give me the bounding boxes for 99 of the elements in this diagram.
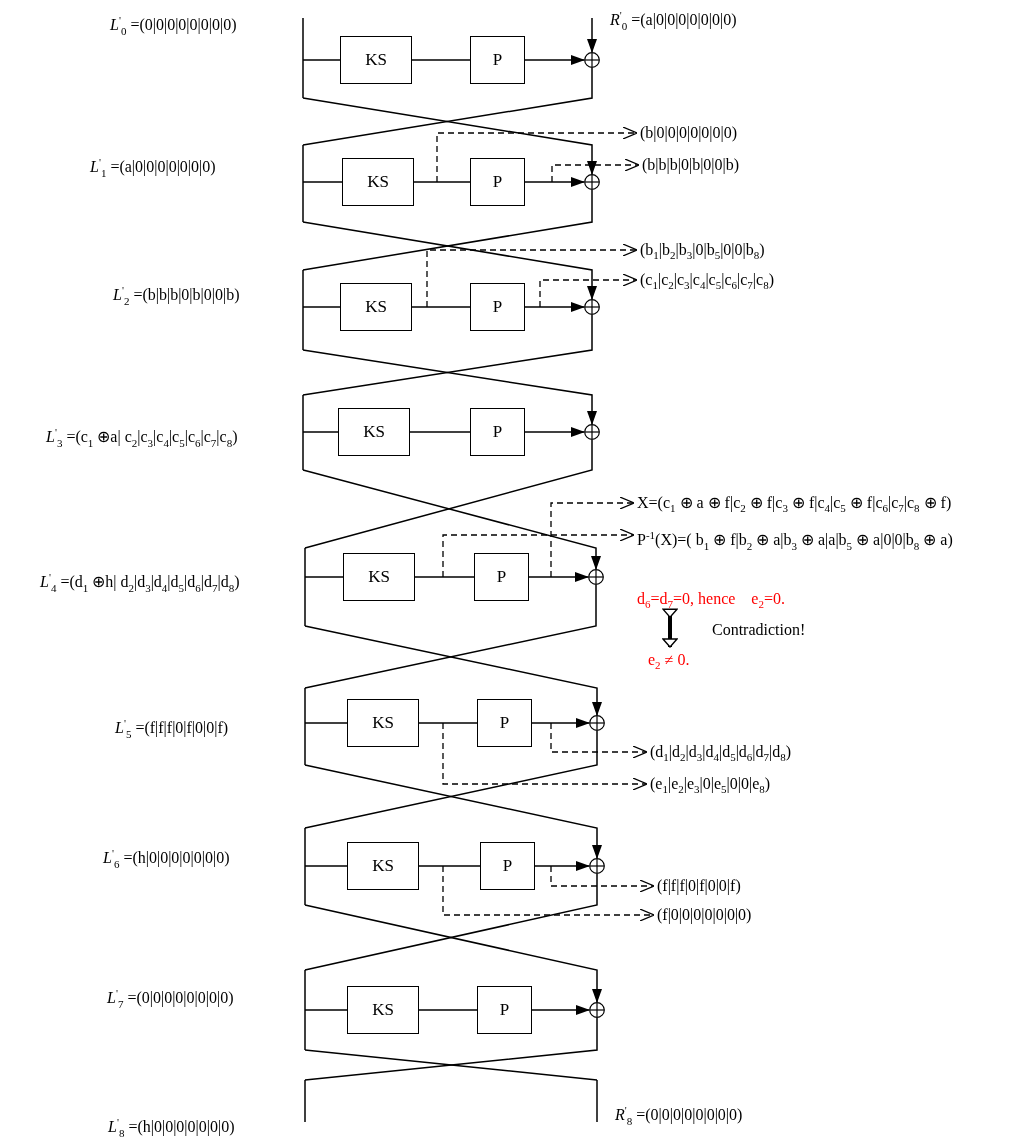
difference-equation: L$^{'}$$_{1}$ =(a|0|0|0|0|0|0|0) (90, 155, 216, 181)
arrow (304, 764, 602, 859)
difference-equation: L$^{'}$$_{3}$ =(c$_{1}$ ⊕a| c$_{2}$|c$_{3}$|c$_{4}$|c$_{5}$|c$_{6}$|c$_{7}$|c$_{8}$) (46, 425, 238, 451)
key-schedule-box: KS (347, 842, 419, 890)
connector-line (413, 181, 471, 183)
difference-equation: L$^{'}$$_{6}$ =(h|0|0|0|0|0|0|0) (103, 846, 230, 872)
difference-equation: L$^{'}$$_{4}$ =(d$_{1}$ ⊕h| d$_{2}$|d$_{3}$|d$_{4}$|d$_{5}$|d$_{6}$|d$_{7}$|d$_{8}$) (40, 570, 240, 596)
dashed-arrow (442, 865, 655, 922)
difference-label: (c$_{1}$|c$_{2}$|c$_{3}$|c$_{4}$|c$_{5}$|c$_{6}$|c$_{7}$|c$_{8}$) (640, 269, 774, 297)
connector-line (302, 59, 341, 61)
arrow (302, 349, 597, 425)
connector-line (304, 873, 598, 971)
connector-line (304, 1009, 348, 1011)
connector-line (418, 1009, 478, 1011)
connector-line (304, 584, 597, 689)
dashed-arrow (550, 722, 648, 759)
xor-symbol (589, 1002, 605, 1018)
arrow (524, 177, 585, 187)
dashed-arrow (442, 722, 648, 791)
difference-label: (f|f|f|0|f|0|0|f) (657, 875, 741, 897)
dashed-arrow (551, 158, 640, 183)
key-schedule-box: KS (340, 283, 412, 331)
arrow (524, 55, 585, 65)
arrow (531, 718, 590, 728)
connector-line (418, 865, 481, 867)
connector-line (411, 59, 471, 61)
difference-equation: L$^{'}$$_{7}$ =(0|0|0|0|0|0|0|0) (107, 986, 234, 1012)
difference-equation: L$^{'}$$_{5}$ =(f|f|f|0|f|0|0|f) (115, 716, 229, 742)
permutation-box: P (470, 158, 525, 206)
arrow (304, 904, 602, 1003)
key-schedule-box: KS (338, 408, 410, 456)
permutation-box: P (480, 842, 535, 890)
permutation-box: P (474, 553, 529, 601)
difference-label: (b$_{1}$|b$_{2}$|b$_{3}$|0|b$_{5}$|0|0|b$_{8}$) (640, 239, 765, 267)
connector-line (302, 314, 593, 396)
conclusion-text: e$_{2}$ ≠ 0. (648, 649, 690, 677)
xor-symbol (584, 424, 600, 440)
permutation-box: P (477, 699, 532, 747)
difference-equation: R$^{'}$$_{0}$ =(a|0|0|0|0|0|0|0) (610, 8, 737, 34)
arrow (528, 572, 589, 582)
xor-symbol (588, 569, 604, 585)
conclusion-text: d$_{6}$=d$_{7}$=0, hence e$_{2}$=0. (637, 588, 785, 616)
difference-label: X=(c$_{1}$ ⊕ a ⊕ f|c$_{2}$ ⊕ f|c$_{3}$ ⊕ f|c$_{4}$|c$_{5}$ ⊕ f|c$_{6}$|c$_{7}$|c$_{8}$ ⊕ f) (637, 492, 952, 520)
connector-line (304, 576, 344, 578)
arrow (587, 17, 597, 53)
xor-symbol (584, 52, 600, 68)
connector-line (302, 189, 593, 271)
difference-label: (e$_{1}$|e$_{2}$|e$_{3}$|0|e$_{5}$|0|0|e$_{8}$) (650, 773, 771, 801)
difference-label: (d$_{1}$|d$_{2}$|d$_{3}$|d$_{4}$|d$_{5}$|d$_{6}$|d$_{7}$|d$_{8}$) (650, 741, 792, 769)
dashed-arrow (550, 865, 655, 893)
connector-line (304, 439, 593, 549)
difference-label: P$^{-1}$(X)=( b$_{1}$ ⊕ f|b$_{2}$ ⊕ a|b$_{3}$ ⊕ a|a|b$_{5}$ ⊕ a|0|0|b$_{8}$ ⊕ a) (637, 524, 953, 557)
dashed-arrow (442, 528, 635, 578)
difference-label: (f|0|0|0|0|0|0|0) (657, 904, 752, 926)
key-schedule-box: KS (340, 36, 412, 84)
dashed-arrow (539, 273, 638, 308)
xor-symbol (589, 715, 605, 731)
connector-line (302, 67, 593, 146)
difference-equation: L$^{'}$$_{2}$ =(b|b|b|0|b|0|0|b) (113, 283, 240, 309)
difference-label: (b|b|b|0|b|0|0|b) (642, 154, 740, 176)
difference-equation: L$^{'}$$_{8}$ =(h|0|0|0|0|0|0|0) (108, 1115, 235, 1141)
connector-line (304, 730, 598, 829)
arrow (302, 469, 601, 570)
arrow (302, 221, 597, 300)
permutation-box: P (470, 408, 525, 456)
connector-line (302, 431, 339, 433)
key-schedule-box: KS (342, 158, 414, 206)
dashed-arrow (426, 243, 638, 308)
permutation-box: P (470, 36, 525, 84)
connector-line (409, 431, 471, 433)
arrow (531, 1005, 590, 1015)
key-schedule-box: KS (347, 699, 419, 747)
dashed-arrow (550, 496, 635, 578)
connector-line (414, 576, 475, 578)
arrow (304, 625, 602, 716)
connector-line (418, 722, 478, 724)
connector-line (304, 865, 348, 867)
connector-line (302, 181, 343, 183)
dashed-arrow (436, 126, 638, 183)
arrow (524, 302, 585, 312)
connector-line (304, 722, 348, 724)
difference-equation: R$^{'}$$_{8}$ =(0|0|0|0|0|0|0|0) (615, 1103, 743, 1129)
difference-label: (b|0|0|0|0|0|0|0) (640, 122, 738, 144)
connector-line (302, 306, 341, 308)
xor-symbol (589, 858, 605, 874)
arrow (302, 97, 597, 175)
key-schedule-box: KS (343, 553, 415, 601)
arrow (534, 861, 590, 871)
arrow (524, 427, 585, 437)
double-arrow (662, 608, 678, 648)
permutation-box: P (470, 283, 525, 331)
permutation-box: P (477, 986, 532, 1034)
note-text: Contradiction! (712, 620, 806, 640)
connector-line (304, 1017, 598, 1081)
difference-equation: L$^{'}$$_{0}$ =(0|0|0|0|0|0|0|0) (110, 13, 237, 39)
xor-symbol (584, 299, 600, 315)
key-schedule-box: KS (347, 986, 419, 1034)
connector-line (411, 306, 471, 308)
xor-symbol (584, 174, 600, 190)
